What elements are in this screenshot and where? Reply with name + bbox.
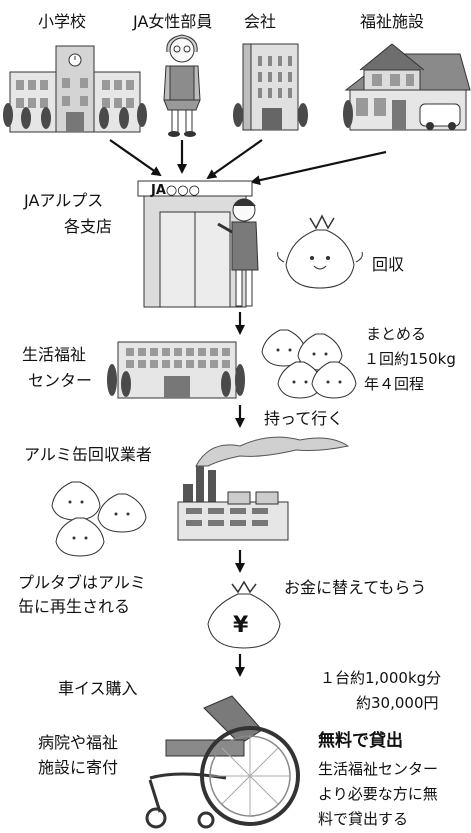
donation-line1: 病院や福祉 bbox=[38, 733, 118, 752]
factory-illustration bbox=[177, 436, 350, 541]
welfare-center-note-line3: 年４回程 bbox=[364, 375, 424, 393]
school-illustration bbox=[3, 45, 147, 133]
pulltab-note-line1: プルタブはアルミ bbox=[18, 573, 146, 592]
converging-arrows bbox=[109, 139, 387, 186]
company-building-illustration bbox=[233, 43, 308, 131]
staff-woman-illustration bbox=[217, 198, 259, 307]
wheelchair-label: 車イス購入 bbox=[58, 679, 138, 698]
wheelchair-headline: 無料で貸出 bbox=[318, 730, 403, 751]
ja-branch-label-line2: 各支店 bbox=[64, 217, 112, 236]
wheelchair-desc-line2: より必要な方に無 bbox=[318, 785, 438, 803]
label-welfare-facility: 福祉施設 bbox=[360, 12, 424, 31]
wheelchair-desc-line1: 生活福祉センター bbox=[318, 760, 438, 778]
dealer-label: アルミ缶回収業者 bbox=[24, 445, 152, 464]
ja-branch-building bbox=[137, 180, 253, 308]
collect-label: 回収 bbox=[372, 255, 404, 274]
ja-woman-illustration bbox=[163, 34, 201, 137]
yen-symbol: ¥ bbox=[233, 613, 249, 638]
welfare-center-note-line2: １回約150kg bbox=[364, 350, 456, 368]
welfare-center-note-line1: まとめる bbox=[366, 325, 426, 343]
wheelchair-desc-line3: 料で貸出する bbox=[318, 810, 408, 828]
label-ja-women: JA女性部員 bbox=[132, 12, 212, 31]
collection-bag-illustration bbox=[277, 214, 363, 289]
pulltab-note-line2: 缶に再生される bbox=[18, 597, 130, 616]
wheelchair-illustration bbox=[145, 695, 300, 829]
label-elementary-school: 小学校 bbox=[38, 12, 86, 31]
donation-line2: 施設に寄付 bbox=[38, 758, 118, 777]
money-label: お金に替えてもらう bbox=[284, 578, 426, 597]
money-bag-illustration bbox=[207, 580, 281, 649]
wheelchair-price-line1: １台約1,000kg分 bbox=[320, 669, 441, 687]
bag-group-illustration bbox=[261, 329, 357, 399]
wheelchair-price-line2: 約30,000円 bbox=[356, 694, 439, 712]
label-company: 会社 bbox=[244, 12, 276, 31]
bag-trio-illustration bbox=[51, 481, 147, 557]
welfare-center-label-line2: センター bbox=[28, 371, 92, 390]
ja-branch-sign: JA○○○ bbox=[150, 183, 200, 198]
welfare-center-label-line1: 生活福祉 bbox=[22, 345, 86, 364]
carry-label: 持って行く bbox=[264, 409, 343, 428]
ja-branch-label-line1: JAアルプス bbox=[23, 191, 103, 210]
welfare-center-building bbox=[107, 341, 245, 399]
welfare-facility-illustration bbox=[343, 43, 471, 131]
